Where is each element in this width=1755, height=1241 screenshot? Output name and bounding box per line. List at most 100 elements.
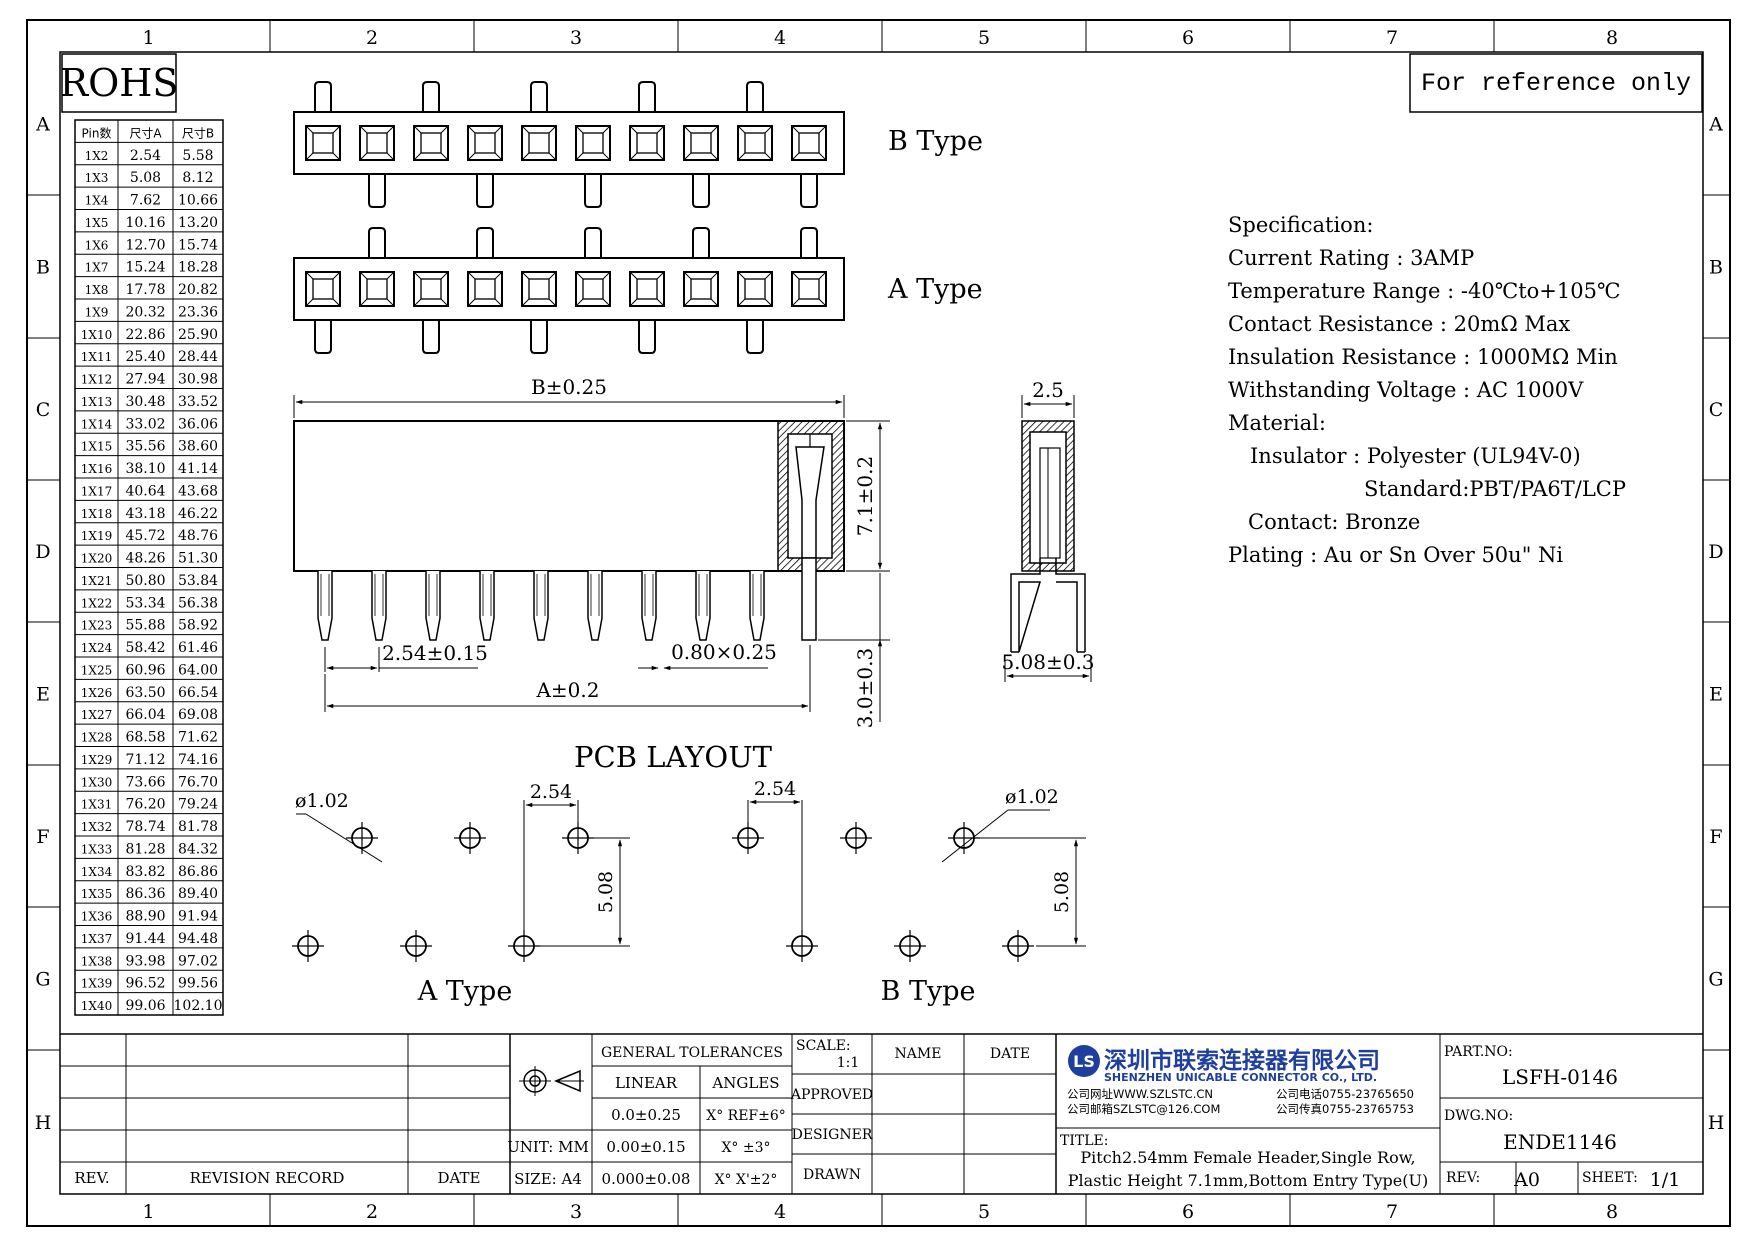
pcb-hole [292,930,324,962]
pin-table-cell: 60.96 [125,662,165,678]
pin-table-cell: 68.58 [125,730,165,746]
pin-table-cell: 63.50 [125,685,165,701]
pcb-hole [454,822,486,854]
pin-table-cell: 1X40 [81,999,112,1013]
company-website: 公司网址WWW.SZLSTC.CN [1067,1087,1213,1101]
pin-table-cell: 43.68 [178,483,218,499]
pin-table-cell: 83.82 [125,864,165,880]
row-label-right: E [1709,684,1723,706]
row-label-right: F [1709,826,1722,848]
specification-block: Specification:Current Rating : 3AMPTempe… [1228,213,1626,567]
pin-tail [422,81,440,112]
col-label-bottom: 4 [774,1201,786,1223]
date-header: DATE [990,1046,1030,1062]
pin-table-cell: 1X34 [81,865,113,879]
pin-table-cell: 99.06 [125,998,165,1014]
pin-table-cell: 1X31 [81,798,112,812]
pin-table-cell: 38.60 [178,439,218,455]
rev-label: REV: [1446,1170,1480,1186]
col-label-top: 3 [570,27,582,49]
pin-table-cell: 102.10 [174,998,223,1014]
pin-table-cell: 5.58 [182,148,213,164]
pin-table-cell: 97.02 [178,953,218,969]
spec-line: Specification: [1228,213,1373,237]
dim-a-label: A±0.2 [535,678,599,702]
pin-tail [692,174,710,208]
pin-tail [314,320,332,354]
row-label-right: D [1708,541,1723,563]
pin-table-cell: 1X25 [81,663,112,677]
spec-line: Withstanding Voltage : AC 1000V [1228,378,1584,402]
pin-table-cell: 51.30 [178,551,218,567]
pin-table-cell: 48.76 [178,528,218,544]
row-label-right: B [1709,257,1723,279]
pcb-hole [1002,930,1034,962]
dim-pin-label: 0.80×0.25 [671,640,777,664]
company-name-cn: 深圳市联索连接器有限公司 [1104,1047,1380,1074]
pin-table-cell: 2.54 [130,148,161,164]
pin-tail [584,174,602,208]
linear-label: LINEAR [615,1074,678,1092]
angle-tol-1: X° REF±6° [706,1108,786,1124]
a-type-top-view: A Type [293,227,983,354]
dim-width-label: 2.5 [1032,378,1064,402]
size-label: SIZE: A4 [514,1170,582,1188]
pin-table-cell: 61.46 [178,640,218,656]
row-label-right: A [1708,114,1723,136]
pin-table-cell: 1X37 [81,932,112,946]
pin-table-cell: 1X38 [81,954,112,968]
reference-note: For reference only [1409,53,1703,113]
pcb-layout-title: PCB LAYOUT [574,740,773,774]
pcb-b-type-label: B Type [881,976,976,1007]
pin-table-cell: 1X9 [85,305,109,319]
front-pin [479,571,495,641]
pin-tail [476,227,494,258]
pin-table-cell: 73.66 [125,774,165,790]
pin-table-cell: 22.86 [125,327,165,343]
col-label-bottom: 1 [142,1201,154,1223]
side-view: 2.5 5.08±0.3 [1001,378,1095,682]
pin-table-cell: 1X27 [81,708,112,722]
unit-label: UNIT: MM [507,1138,589,1156]
col-label-top: 4 [774,27,786,49]
revision-date-header: DATE [438,1169,481,1187]
pcb-hole [508,930,540,962]
pin-table-cell: 53.34 [125,595,165,611]
part-no-value: LSFH-0146 [1502,1065,1618,1089]
pin-table-cell: 1X30 [81,775,112,789]
front-pin [371,571,387,641]
front-pin [749,571,765,641]
pin-table-cell: 43.18 [125,506,165,522]
linear-tol-3: 0.000±0.08 [602,1170,691,1188]
pcb-pitch-a-label: 2.54 [530,781,572,803]
pin-table-cell: 89.40 [178,886,218,902]
pcb-hole [562,822,594,854]
pin-tail [746,320,764,354]
pin-tail [746,81,764,112]
angle-tol-2: X° ±3° [721,1140,770,1156]
title-label: TITLE: [1060,1133,1108,1149]
front-pin [695,571,711,641]
pin-table-cell: 1X28 [81,731,112,745]
company-fax: 公司传真0755-23765753 [1276,1102,1414,1116]
pin-table-cell: 15.74 [178,237,218,253]
pin-tail [800,227,818,258]
pin-table-cell: 12.70 [125,237,165,253]
col-label-top: 7 [1386,27,1398,49]
drawn-label: DRAWN [803,1167,861,1183]
pin-table-cell: 1X23 [81,619,112,633]
reference-note-text: For reference only [1421,69,1691,98]
revision-record-header: REVISION RECORD [190,1169,345,1187]
pin-table-cell: 40.64 [125,483,165,499]
col-label-bottom: 8 [1606,1201,1618,1223]
pin-table-cell: 71.12 [125,752,165,768]
col-label-bottom: 5 [978,1201,990,1223]
a-type-label: A Type [887,274,983,305]
dim-pitch-label: 2.54±0.15 [382,641,488,665]
pin-table-cell: 91.94 [178,909,218,925]
spec-line: Insulator : Polyester (UL94V-0) [1250,444,1581,468]
row-label-left: E [36,684,50,706]
spec-line: Contact: Bronze [1248,510,1420,534]
